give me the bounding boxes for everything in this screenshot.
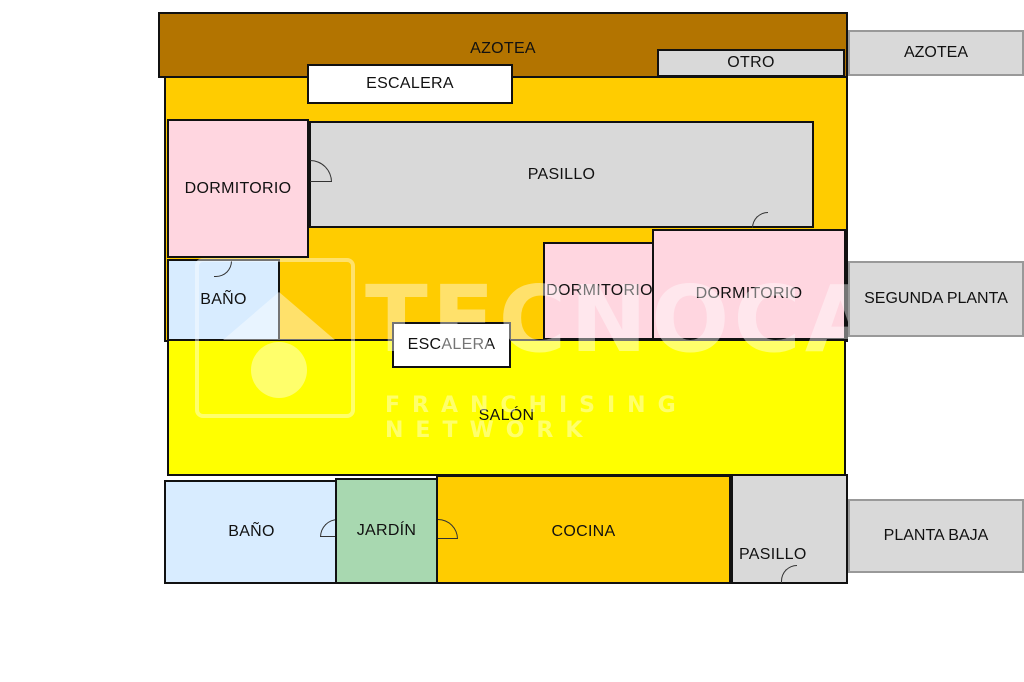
- room-pasillo-top-label: PASILLO: [527, 165, 596, 183]
- room-escalera-top: ESCALERA: [307, 64, 513, 104]
- level-azotea-label: AZOTEA: [903, 44, 968, 61]
- room-escalera-mid: ESCALERA: [392, 322, 511, 368]
- room-dormitorio-mid-label: DORMITORIO: [546, 282, 653, 299]
- room-salon-label: SALÓN: [478, 406, 535, 424]
- level-segunda-planta-label: SEGUNDA PLANTA: [864, 290, 1008, 307]
- room-otro-label: OTRO: [727, 54, 775, 71]
- room-escalera-mid-label: ESCALERA: [407, 336, 496, 353]
- room-cocina: COCINA: [436, 475, 731, 584]
- room-cocina-label: COCINA: [551, 523, 616, 540]
- level-azotea: AZOTEA: [848, 30, 1024, 76]
- room-dormitorio-right: DORMITORIO: [652, 229, 846, 340]
- room-pasillo-bottom-label: PASILLO: [739, 546, 807, 563]
- room-otro: OTRO: [657, 49, 845, 77]
- room-azotea-label: AZOTEA: [470, 40, 536, 57]
- room-jardin: JARDÍN: [335, 478, 438, 584]
- room-jardin-label: JARDÍN: [356, 522, 417, 539]
- room-escalera-top-label: ESCALERA: [366, 75, 454, 92]
- level-segunda-planta: SEGUNDA PLANTA: [848, 261, 1024, 337]
- room-dormitorio-right-label: DORMITORIO: [695, 285, 803, 302]
- room-bano-top-label: BAÑO: [200, 291, 247, 308]
- room-dormitorio-left-label: DORMITORIO: [184, 179, 292, 197]
- room-pasillo-top: PASILLO: [309, 121, 814, 228]
- level-planta-baja: PLANTA BAJA: [848, 499, 1024, 573]
- level-planta-baja-label: PLANTA BAJA: [883, 527, 989, 544]
- room-bano-bottom: BAÑO: [164, 480, 339, 584]
- room-dormitorio-left: DORMITORIO: [167, 119, 309, 258]
- room-bano-bottom-label: BAÑO: [228, 523, 275, 540]
- room-dormitorio-mid: DORMITORIO: [543, 242, 656, 340]
